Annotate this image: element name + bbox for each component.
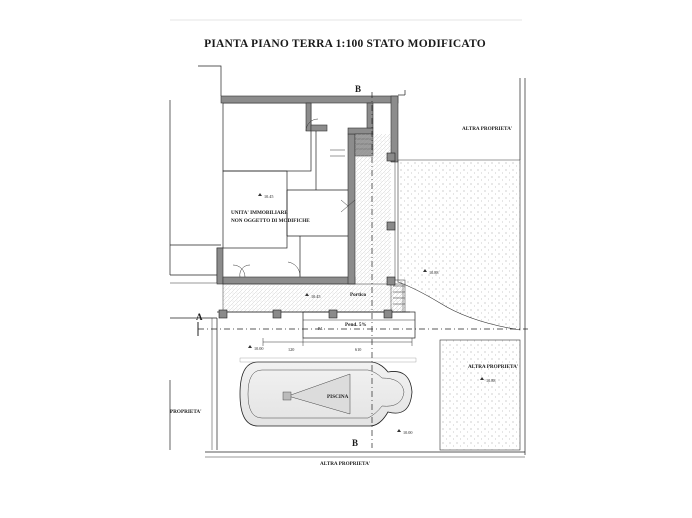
label-altra-proprieta-bottom: ALTRA PROPRIETA' [320,461,371,467]
level-portico: 10.45 [311,294,320,299]
section-marker-b-top: B [355,84,361,94]
label-unita-line1: UNITA' IMMOBILIARE [231,210,288,216]
pool [239,357,417,427]
drawing-title: PIANTA PIANO TERRA 1:100 STATO MODIFICAT… [204,38,486,50]
ramp-area [302,311,416,339]
level-markers [248,193,484,432]
portico-paving [217,134,410,313]
property-boundaries [169,65,526,458]
level-right-lower: 10.88 [486,378,495,383]
level-house: 10.45 [264,194,273,199]
section-line-a [197,322,528,336]
interior-partitions [232,118,356,278]
label-pend: Pend. 5% [345,322,367,328]
level-left-pool: 10.00 [254,346,263,351]
label-dim-pi: P.I. [318,326,323,331]
label-unita-line2: NON OGGETTO DI MODIFICHE [231,218,310,224]
dimension-line [262,338,413,346]
columns [218,152,396,319]
section-marker-b-bottom: B [352,438,358,448]
label-piscina: PISCINA [327,394,349,400]
garden-right [397,159,521,331]
label-dim-610: 610 [355,347,361,352]
label-portico: Portico [350,292,367,298]
level-pool-bottom: 10.00 [403,430,412,435]
label-altra-proprieta-top: ALTRA PROPRIETA' [462,126,513,132]
lawn-lower-right [439,339,521,451]
label-altra-proprieta-right: ALTRA PROPRIETA' [468,364,519,370]
label-dim-120: 120 [288,347,294,352]
label-altra-proprieta-left: PROPRIETA' [170,409,202,415]
section-marker-a: A [196,312,203,322]
building-walls [216,95,399,285]
level-garden-right: 10.88 [429,270,438,275]
